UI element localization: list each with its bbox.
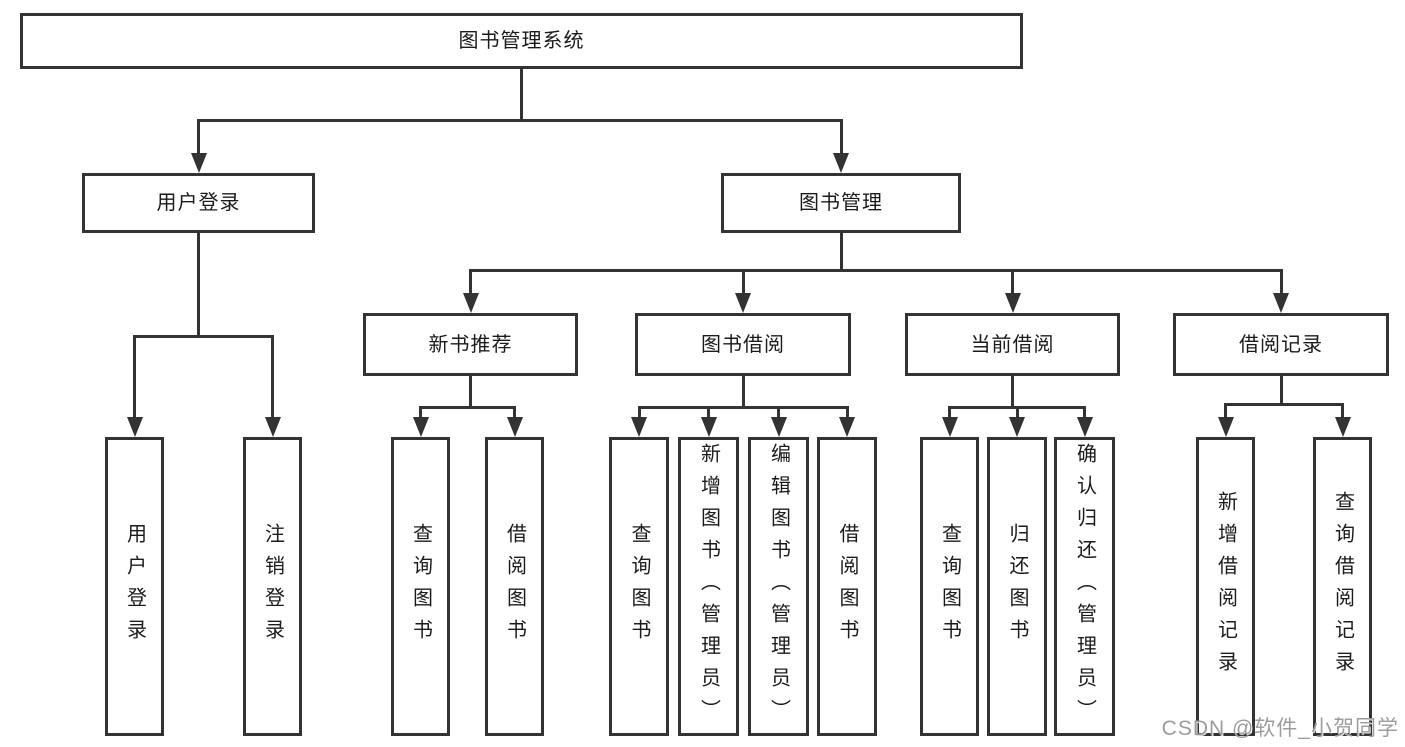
- node-nbr-borrow: 借阅图书: [485, 437, 544, 736]
- connector-stem: [1015, 407, 1019, 419]
- connector-drop: [1279, 376, 1283, 404]
- node-bb-borrow: 借阅图书: [817, 437, 877, 736]
- node-label-borrow-records: 借阅记录: [1239, 333, 1323, 356]
- connector-stem: [1279, 270, 1283, 295]
- node-label-bb-query: 查询图书: [628, 522, 650, 651]
- connector-rail: [1224, 402, 1344, 406]
- node-label-login: 用户登录: [123, 522, 146, 651]
- connector-drop: [1011, 376, 1014, 407]
- node-bb-edit: 编辑图书（管理员）: [748, 437, 809, 736]
- connector-rail: [419, 405, 516, 409]
- connector-drop: [839, 233, 843, 270]
- node-label-br-query: 查询借阅记录: [1331, 490, 1354, 683]
- connector-stem: [133, 336, 136, 419]
- connector-stem: [948, 407, 951, 419]
- connector-stem: [1011, 270, 1014, 295]
- node-logout: 注销登录: [243, 437, 302, 736]
- arrow-down-icon: [631, 417, 647, 437]
- arrow-down-icon: [1273, 293, 1289, 313]
- node-label-user-login: 用户登录: [156, 192, 241, 214]
- node-new-book-rec: 新书推荐: [363, 313, 578, 376]
- node-label-cb-confirm: 确认归还（管理员）: [1073, 442, 1096, 731]
- node-book-mgmt: 图书管理: [721, 173, 961, 233]
- connector-stem: [271, 336, 274, 419]
- connector-stem: [419, 407, 422, 419]
- arrow-down-icon: [833, 153, 849, 173]
- node-label-bb-edit: 编辑图书（管理员）: [767, 442, 790, 731]
- arrow-down-icon: [412, 417, 429, 437]
- arrow-down-icon: [1217, 417, 1234, 437]
- arrow-down-icon: [506, 417, 523, 437]
- arrow-down-icon: [126, 417, 143, 437]
- node-borrow-records: 借阅记录: [1173, 313, 1389, 376]
- node-label-logout: 注销登录: [261, 522, 284, 651]
- connector-rail: [197, 118, 843, 122]
- node-label-book-mgmt: 图书管理: [799, 192, 883, 214]
- node-login: 用户登录: [105, 437, 164, 736]
- node-label-bb-borrow: 借阅图书: [836, 522, 858, 651]
- node-label-new-book-rec: 新书推荐: [428, 333, 513, 356]
- connector-stem: [1224, 404, 1227, 419]
- arrow-down-icon: [462, 293, 479, 313]
- connector-stem: [1341, 404, 1344, 419]
- node-label-cb-return: 归还图书: [1006, 522, 1028, 651]
- node-label-br-add: 新增借阅记录: [1214, 490, 1237, 683]
- arrow-down-icon: [1334, 417, 1351, 437]
- connector-rail: [133, 334, 274, 338]
- connector-drop: [197, 233, 200, 336]
- node-label-current-borrow: 当前借阅: [970, 333, 1055, 356]
- connector-stem: [741, 270, 745, 295]
- node-label-cb-query: 查询图书: [938, 522, 961, 651]
- connector-stem: [469, 270, 472, 295]
- connector-rail: [637, 405, 849, 409]
- node-nbr-query: 查询图书: [391, 437, 450, 736]
- connector-rail: [469, 268, 1283, 272]
- node-label-root: 图书管理系统: [458, 30, 585, 52]
- node-br-query: 查询借阅记录: [1313, 437, 1372, 736]
- arrow-down-icon: [700, 417, 717, 437]
- node-label-bb-add: 新增图书（管理员）: [697, 442, 720, 731]
- node-label-nbr-query: 查询图书: [409, 522, 432, 651]
- arrow-down-icon: [190, 153, 207, 173]
- node-cb-query: 查询图书: [920, 437, 979, 736]
- arrow-down-icon: [264, 417, 281, 437]
- connector-drop: [520, 69, 523, 120]
- connector-stem: [1083, 407, 1086, 419]
- node-bb-add: 新增图书（管理员）: [678, 437, 739, 736]
- connector-stem: [197, 120, 200, 155]
- connector-stem: [845, 407, 849, 419]
- node-br-add: 新增借阅记录: [1196, 437, 1255, 736]
- arrow-down-icon: [941, 417, 958, 437]
- node-root: 图书管理系统: [20, 13, 1023, 69]
- arrow-down-icon: [770, 417, 787, 437]
- arrow-down-icon: [1076, 417, 1093, 437]
- node-bb-query: 查询图书: [609, 437, 669, 736]
- connector-stem: [637, 407, 641, 419]
- connector-stem: [777, 407, 780, 419]
- arrow-down-icon: [1009, 417, 1025, 437]
- connector-stem: [513, 407, 516, 419]
- connector-stem: [707, 407, 710, 419]
- connector-drop: [741, 376, 745, 407]
- node-cb-confirm: 确认归还（管理员）: [1054, 437, 1115, 736]
- connector-stem: [839, 120, 843, 155]
- node-book-borrow: 图书借阅: [635, 313, 851, 376]
- node-label-nbr-borrow: 借阅图书: [503, 522, 526, 651]
- node-label-book-borrow: 图书借阅: [701, 333, 785, 356]
- node-cb-return: 归还图书: [987, 437, 1047, 736]
- node-user-login: 用户登录: [82, 173, 315, 233]
- connector-drop: [469, 376, 472, 407]
- arrow-down-icon: [1004, 293, 1021, 313]
- watermark: CSDN @软件_小贺同学: [1161, 717, 1399, 740]
- arrow-down-icon: [735, 293, 751, 313]
- arrow-down-icon: [839, 417, 855, 437]
- node-current-borrow: 当前借阅: [905, 313, 1120, 376]
